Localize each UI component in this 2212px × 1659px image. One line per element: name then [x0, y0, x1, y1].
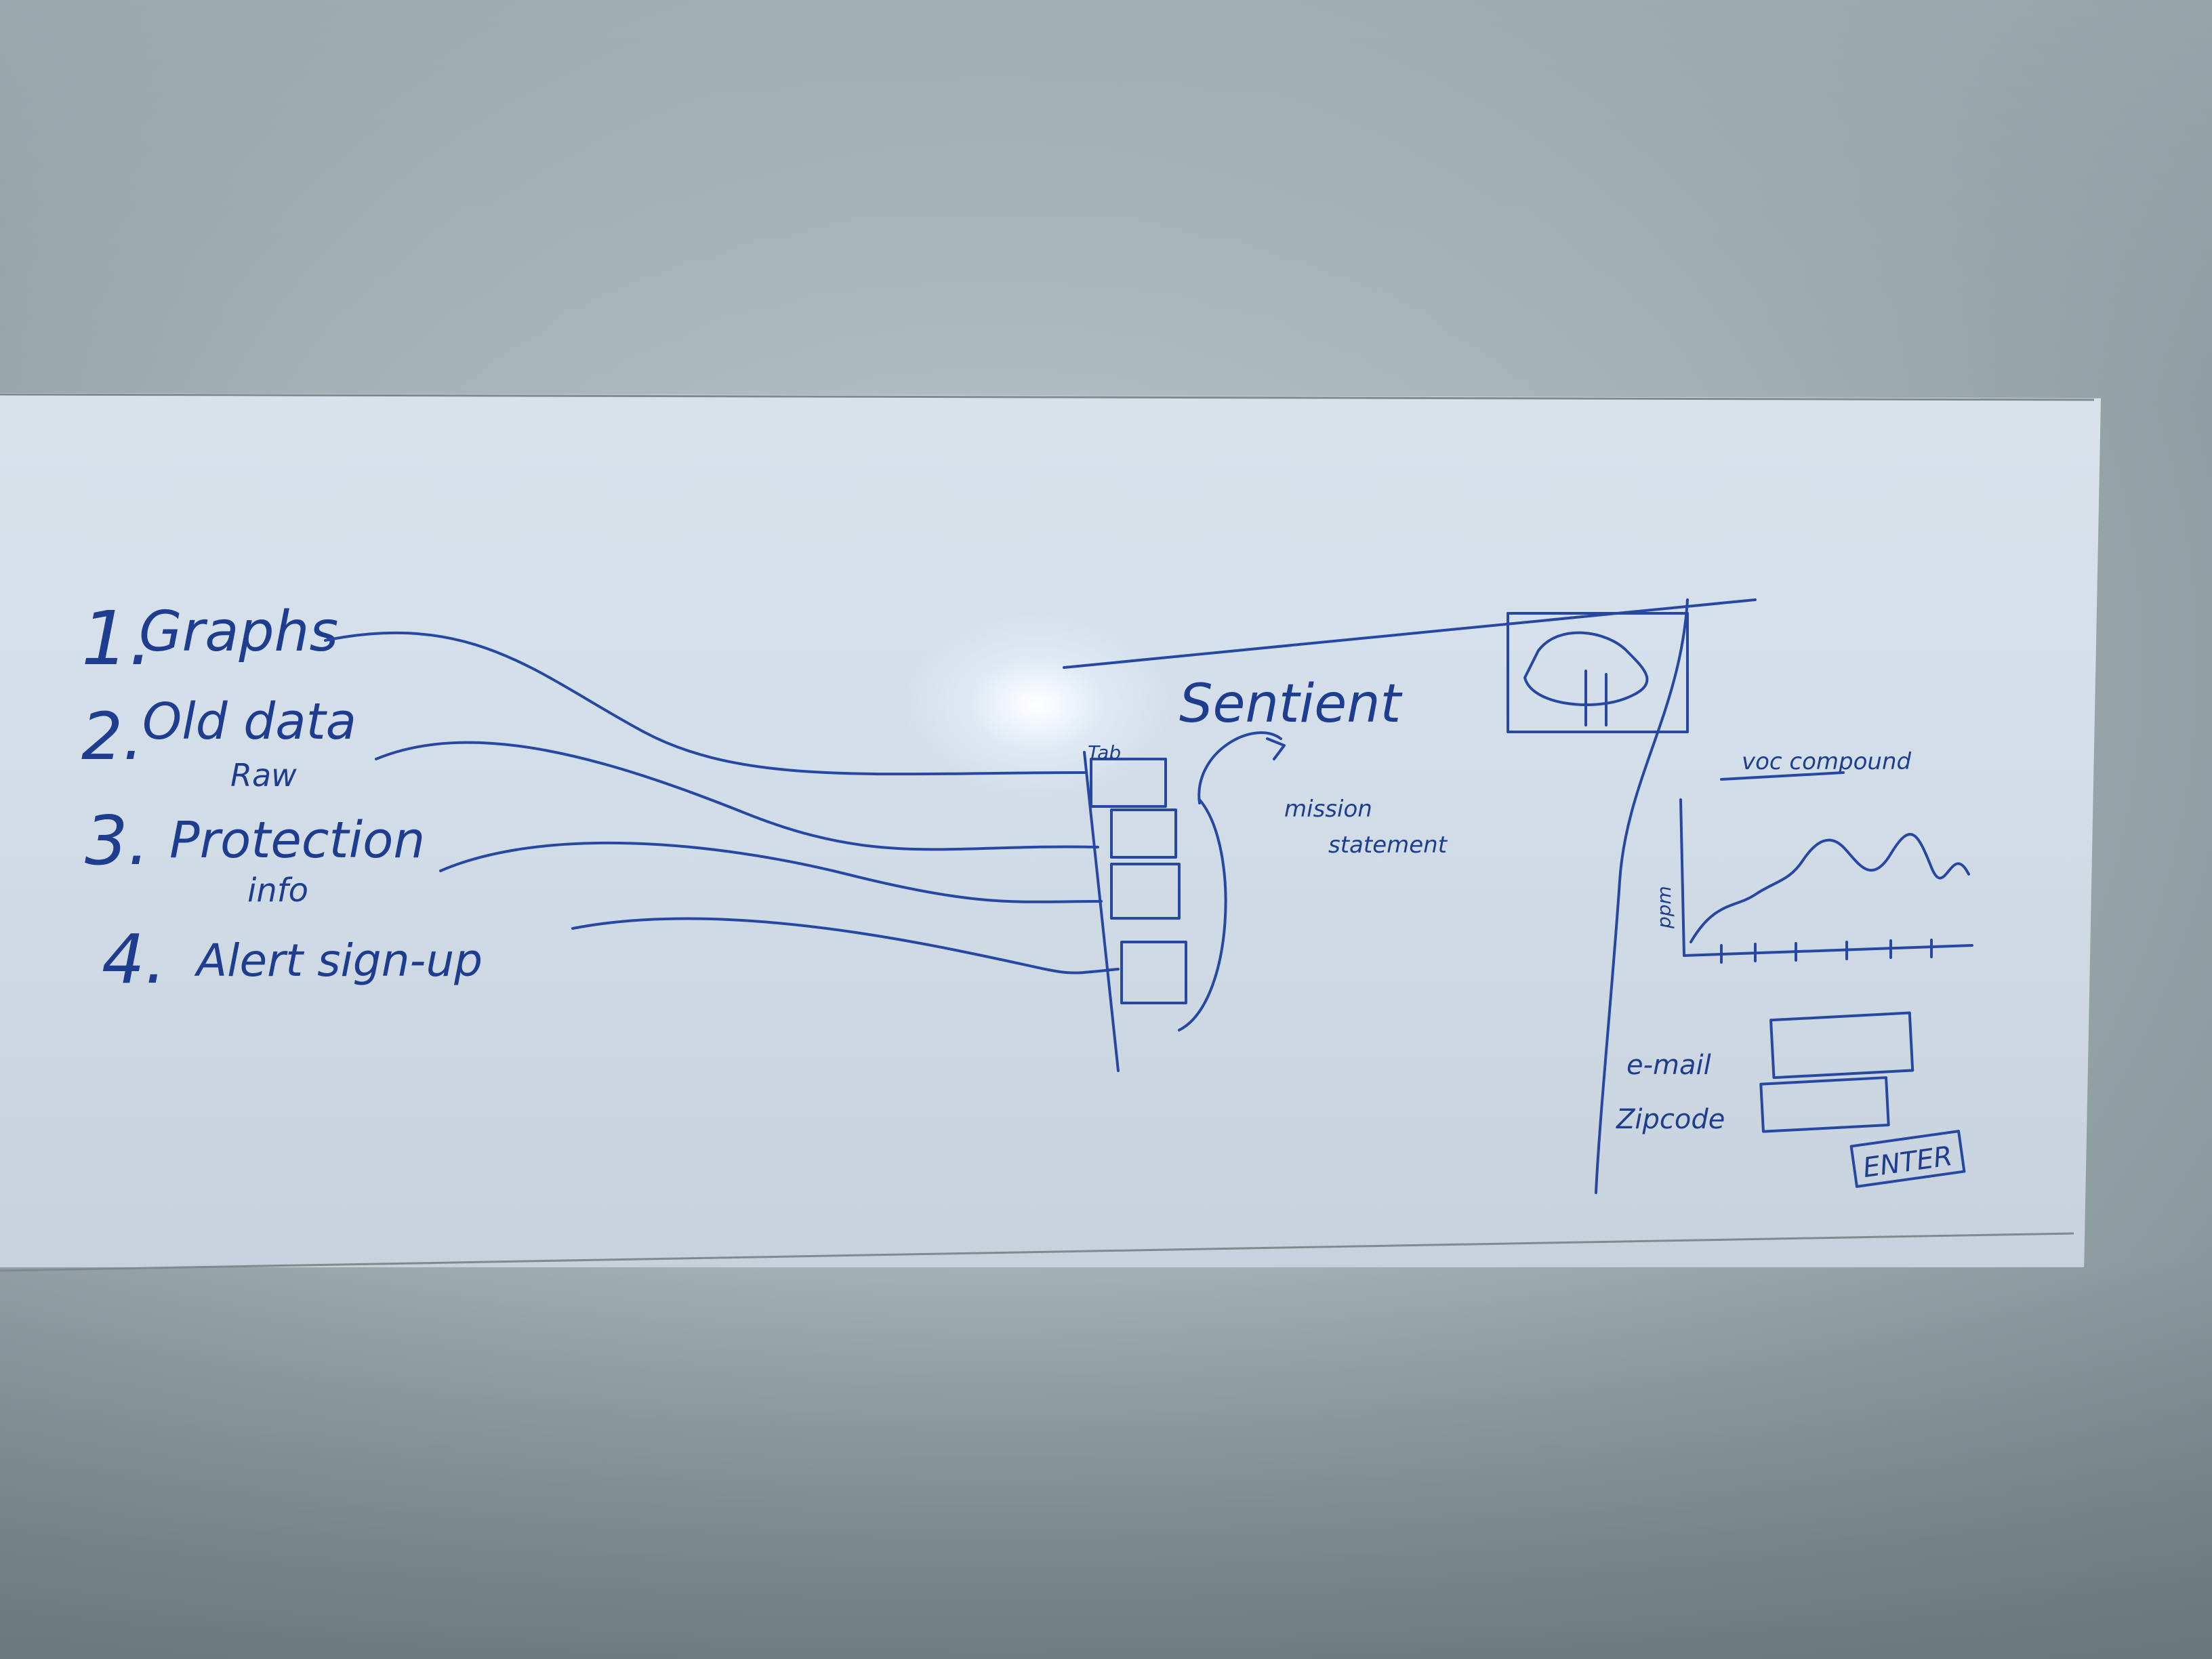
svg-text:2.: 2.: [81, 699, 144, 775]
chart-ylabel: ppm: [1653, 886, 1675, 929]
wall-bottom: [0, 1261, 2212, 1659]
svg-text:info: info: [247, 872, 308, 909]
zipcode-label: Zipcode: [1616, 1104, 1725, 1135]
svg-text:Old data: Old data: [142, 693, 356, 751]
tab-label: Tab: [1088, 741, 1121, 764]
list-item-1: 1. Graphs: [81, 595, 338, 682]
image-placeholder-icon: [1507, 612, 1689, 733]
whiteboard: [0, 393, 2101, 1267]
tab-sketch: [1083, 751, 1227, 1072]
svg-text:Graphs: Graphs: [139, 600, 338, 664]
chart-title: voc compound: [1742, 748, 1912, 775]
email-label: e-mail: [1626, 1050, 1711, 1081]
list-item-4: 4. Alert sign-up: [102, 920, 483, 999]
svg-text:Protection: Protection: [169, 811, 425, 869]
mission-line-2: statement: [1328, 832, 1448, 859]
svg-text:Alert sign-up: Alert sign-up: [194, 935, 483, 987]
list-item-3: 3. Protection info: [85, 801, 425, 909]
arrow-icon: [1197, 731, 1286, 804]
enter-button[interactable]: ENTER: [1849, 1130, 1966, 1188]
mission-line-1: mission: [1284, 796, 1372, 823]
panel-divider: [1595, 598, 1689, 1194]
board-bottom-edge: [0, 393, 2095, 1272]
connector-lines: [324, 598, 1757, 975]
list-item-2: 2. Old data Raw: [81, 693, 356, 794]
svg-text:3.: 3.: [85, 801, 149, 880]
svg-text:ENTER: ENTER: [1861, 1141, 1954, 1184]
zipcode-field[interactable]: [1759, 1076, 1890, 1133]
svg-text:4.: 4.: [102, 920, 166, 999]
chart-title-underline: [1720, 771, 1845, 781]
site-title: Sentient: [1179, 674, 1403, 735]
flash-glare: [901, 610, 1172, 800]
email-field[interactable]: [1769, 1011, 1914, 1080]
svg-text:Raw: Raw: [230, 757, 297, 794]
svg-text:1.: 1.: [81, 595, 152, 682]
chart-sketch: [1679, 798, 1973, 964]
wall-top: [0, 0, 2212, 407]
